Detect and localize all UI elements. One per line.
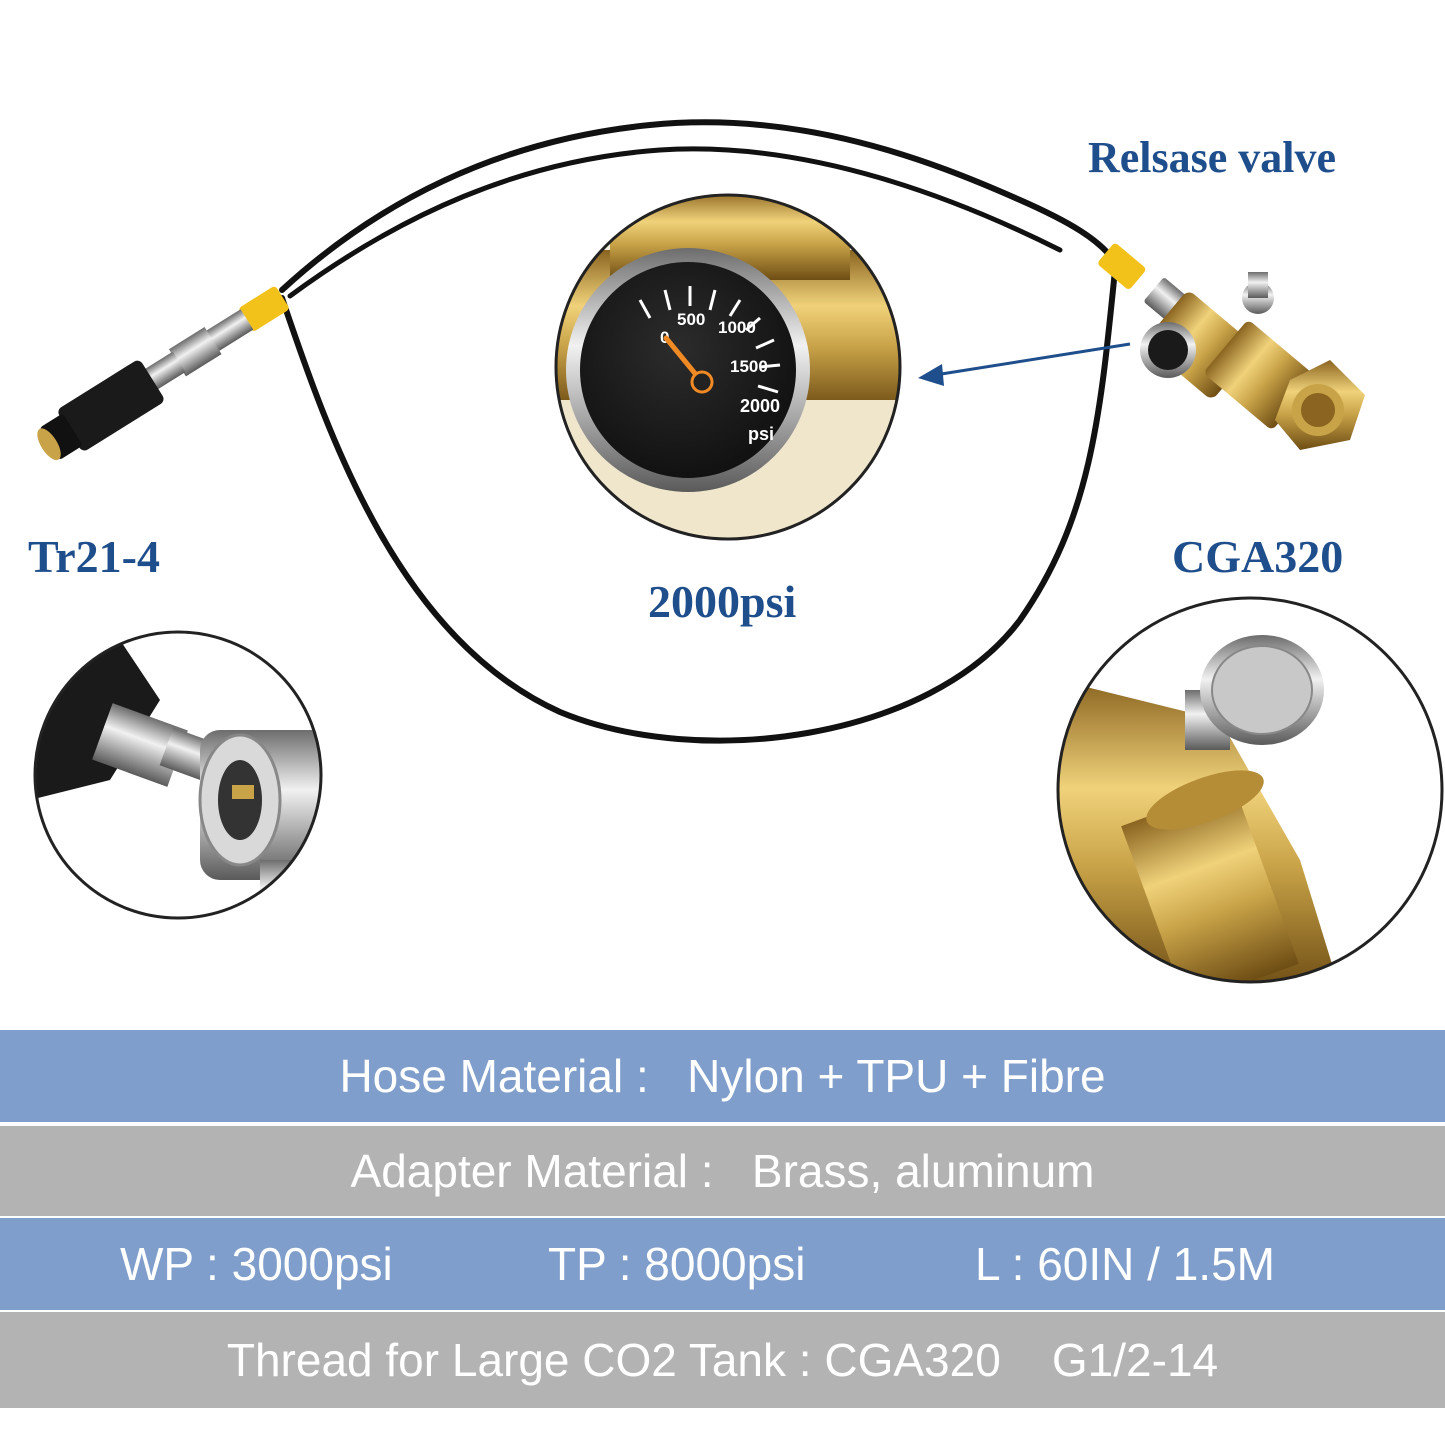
spacer — [649, 1049, 687, 1103]
spacer — [812, 1333, 825, 1387]
release-valve-assembly — [1098, 243, 1365, 450]
thread-label: Thread for Large CO2 Tank : — [226, 1334, 812, 1386]
spec-row-adapter-material: Adapter Material : Brass, aluminum — [0, 1126, 1445, 1216]
adapter-material-label: Adapter Material : — [350, 1145, 714, 1197]
gauge-detail-circle: 0 500 1000 1500 2000 psi — [554, 193, 902, 541]
quick-coupler-detail-circle — [33, 630, 323, 920]
thread-value: CGA320 G1/2-14 — [824, 1334, 1219, 1386]
gauge-unit: psi — [748, 424, 774, 444]
spec-row-thread: Thread for Large CO2 Tank : CGA320 G1/2-… — [0, 1312, 1445, 1408]
hose-material-value: Nylon + TPU + Fibre — [687, 1050, 1106, 1102]
hose — [279, 119, 1118, 744]
valve-knob-detail-circle — [1056, 596, 1444, 984]
cga320-label: CGA320 — [1172, 531, 1344, 582]
gauge-rating-label: 2000psi — [648, 576, 797, 627]
hose-length: L : 60IN / 1.5M — [975, 1238, 1275, 1290]
tr21-4-connector-assembly — [37, 286, 289, 461]
release-valve-label: Relsase valve — [1088, 133, 1337, 182]
working-pressure: WP : 3000psi — [120, 1238, 393, 1290]
spec-row-hose-material: Hose Material : Nylon + TPU + Fibre — [0, 1030, 1445, 1122]
spacer — [714, 1144, 752, 1198]
tr21-4-label: Tr21-4 — [28, 531, 161, 582]
gauge-tick-2000: 2000 — [740, 396, 780, 416]
test-pressure: TP : 8000psi — [548, 1238, 806, 1290]
gauge-tick-500: 500 — [677, 310, 705, 329]
callout-arrow — [918, 342, 1131, 386]
spec-row-pressure-length: WP : 3000psi TP : 8000psi L : 60IN / 1.5… — [0, 1218, 1445, 1310]
gauge-tick-1000: 1000 — [718, 318, 756, 337]
hose-material-label: Hose Material : — [339, 1050, 649, 1102]
gauge-tick-1500: 1500 — [730, 357, 768, 376]
adapter-material-value: Brass, aluminum — [751, 1145, 1095, 1197]
